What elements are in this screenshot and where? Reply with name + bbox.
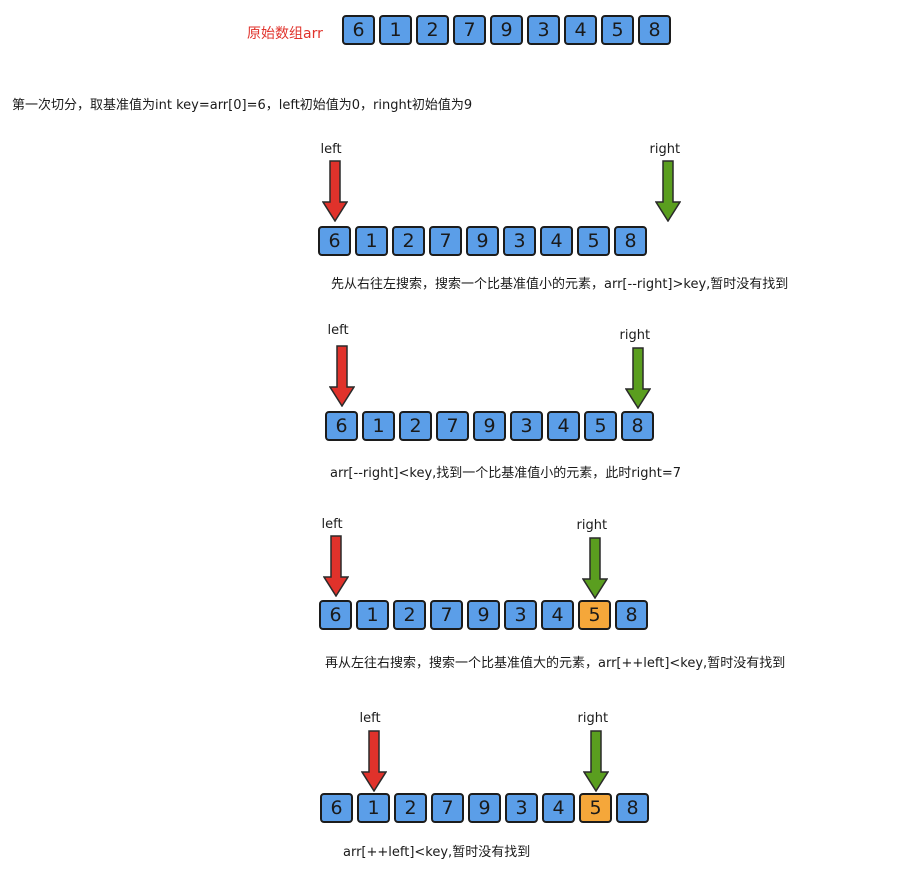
left-pointer-label: left xyxy=(321,517,343,532)
array-cell: 9 xyxy=(467,600,500,630)
array-cell: 8 xyxy=(615,600,648,630)
array-cell: 6 xyxy=(325,411,358,441)
array-cell: 5 xyxy=(579,793,612,823)
array-cell: 1 xyxy=(357,793,390,823)
intro-text: 第一次切分，取基准值为int key=arr[0]=6，left初始值为0，ri… xyxy=(12,98,473,113)
array-cell: 1 xyxy=(355,226,388,256)
array-cell: 7 xyxy=(429,226,462,256)
left-pointer-arrow xyxy=(322,535,349,597)
left-pointer-label: left xyxy=(320,142,342,157)
array-cell: 7 xyxy=(430,600,463,630)
step-caption: arr[++left]<key,暂时没有找到 xyxy=(343,845,531,860)
array-cell: 8 xyxy=(616,793,649,823)
right-pointer-label: right xyxy=(649,142,681,157)
step-caption: 再从左往右搜索，搜索一个比基准值大的元素，arr[++left]<key,暂时没… xyxy=(325,656,786,671)
array-cell: 6 xyxy=(318,226,351,256)
array-cell: 3 xyxy=(527,15,560,45)
array-cell: 5 xyxy=(578,600,611,630)
right-pointer-arrow xyxy=(654,160,681,222)
array-cell: 7 xyxy=(436,411,469,441)
array-cell: 9 xyxy=(466,226,499,256)
array-cell: 9 xyxy=(490,15,523,45)
array-cell: 9 xyxy=(473,411,506,441)
array-cell: 8 xyxy=(614,226,647,256)
left-pointer-arrow xyxy=(360,730,387,792)
array-cell: 8 xyxy=(621,411,654,441)
right-pointer-arrow xyxy=(582,730,609,792)
array-cell: 6 xyxy=(319,600,352,630)
array-cell: 2 xyxy=(399,411,432,441)
array-cell: 3 xyxy=(505,793,538,823)
right-pointer-arrow xyxy=(624,347,651,409)
array-cell: 5 xyxy=(601,15,634,45)
left-pointer-label: left xyxy=(327,323,349,338)
array-cell: 3 xyxy=(503,226,536,256)
array-cell: 7 xyxy=(431,793,464,823)
array-cell: 1 xyxy=(379,15,412,45)
array-cell: 3 xyxy=(510,411,543,441)
right-pointer-label: right xyxy=(619,328,651,343)
array-cell: 4 xyxy=(547,411,580,441)
array-cell: 3 xyxy=(504,600,537,630)
array-cell: 4 xyxy=(564,15,597,45)
array-cell: 2 xyxy=(394,793,427,823)
array-cell: 8 xyxy=(638,15,671,45)
array-cell: 2 xyxy=(416,15,449,45)
array-cell: 4 xyxy=(542,793,575,823)
right-pointer-arrow xyxy=(581,537,608,599)
array-cell: 7 xyxy=(453,15,486,45)
right-pointer-label: right xyxy=(576,518,608,533)
array-cell: 6 xyxy=(320,793,353,823)
array-cell: 4 xyxy=(541,600,574,630)
step-caption: 先从右往左搜索，搜索一个比基准值小的元素，arr[--right]>key,暂时… xyxy=(331,277,789,292)
array-cell: 2 xyxy=(392,226,425,256)
right-pointer-label: right xyxy=(577,711,609,726)
left-pointer-arrow xyxy=(328,345,355,407)
left-pointer-label: left xyxy=(359,711,381,726)
array-cell: 5 xyxy=(584,411,617,441)
array-cell: 6 xyxy=(342,15,375,45)
array-cell: 9 xyxy=(468,793,501,823)
array-cell: 4 xyxy=(540,226,573,256)
original-array-label: 原始数组arr xyxy=(247,26,323,42)
step-caption: arr[--right]<key,找到一个比基准值小的元素，此时right=7 xyxy=(330,466,681,481)
array-cell: 5 xyxy=(577,226,610,256)
left-pointer-arrow xyxy=(321,160,348,222)
array-cell: 1 xyxy=(356,600,389,630)
array-cell: 2 xyxy=(393,600,426,630)
array-cell: 1 xyxy=(362,411,395,441)
